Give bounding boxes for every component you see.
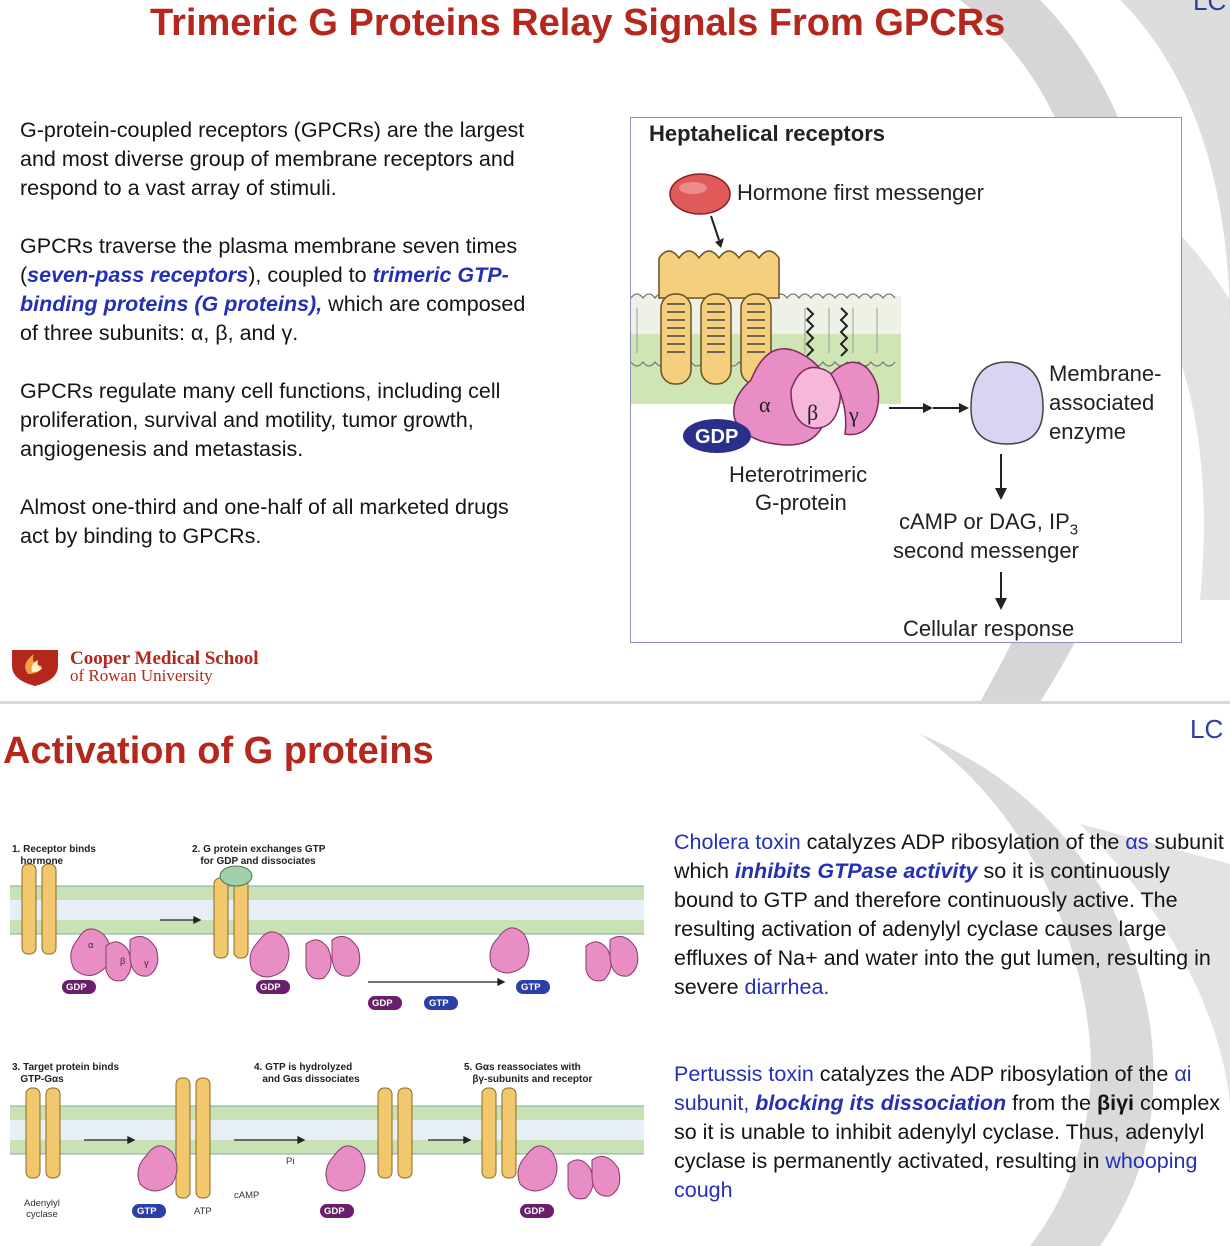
highlight-term: blocking its dissociation: [755, 1091, 1006, 1115]
step-label: 4. GTP is hydrolyzed and Gαs dissociates: [254, 1062, 360, 1086]
gpcr-signaling-diagram: Heptahelical receptors Hormone first mes…: [630, 117, 1182, 643]
alpha-s-term: αs: [1125, 830, 1148, 854]
slide-gprotein-activation: LC Activation of G proteins: [0, 704, 1230, 1246]
slide-gpcr-overview: LC Trimeric G Proteins Relay Signals Fro…: [0, 0, 1230, 702]
diagram-heading: Heptahelical receptors: [649, 119, 885, 148]
second-messenger-label: second messenger: [893, 536, 1079, 565]
text-run: from the: [1006, 1091, 1097, 1115]
enzyme-label: enzyme: [1049, 417, 1126, 446]
atp-label: ATP: [194, 1206, 212, 1217]
pi-label: Pi: [286, 1156, 294, 1167]
school-logo: Cooper Medical School of Rowan Universit…: [10, 646, 310, 690]
beta-label: β: [120, 956, 125, 967]
toxin-text: Cholera toxin catalyzes ADP ribosylation…: [674, 828, 1226, 1205]
corner-label: LC: [1193, 0, 1226, 17]
enzyme-label: associated: [1049, 388, 1154, 417]
camp-label: cAMP: [234, 1190, 259, 1201]
slide-title: Activation of G proteins: [3, 730, 434, 773]
gtp-label: GTP: [429, 998, 449, 1009]
step-label: 3. Target protein binds GTP-Gαs: [12, 1062, 119, 1086]
beta-label: β: [807, 398, 818, 427]
gprotein-label: Heterotrimeric: [729, 460, 867, 489]
corner-label: LC: [1190, 714, 1223, 745]
text-run: cAMP or DAG, IP: [899, 509, 1070, 534]
step-label: 5. Gαs reassociates with βγ-subunits and…: [464, 1062, 592, 1086]
gtp-label: GTP: [521, 982, 541, 993]
alpha-label: α: [88, 940, 94, 951]
step-label: 1. Receptor binds hormone: [12, 844, 96, 868]
adenylyl-cyclase-label: Adenylyl cyclase: [24, 1198, 60, 1220]
paragraph: GPCRs traverse the plasma membrane seven…: [20, 232, 540, 348]
paragraph: G-protein-coupled receptors (GPCRs) are …: [20, 116, 540, 203]
enzyme-label: Membrane-: [1049, 359, 1161, 388]
pertussis-term: Pertussis toxin: [674, 1062, 814, 1086]
slide-title: Trimeric G Proteins Relay Signals From G…: [150, 2, 1005, 45]
gdp-label: GDP: [372, 998, 393, 1009]
text-run: catalyzes the ADP ribosylation of the: [814, 1062, 1175, 1086]
cellular-response-label: Cellular response: [903, 614, 1074, 643]
gamma-label: γ: [144, 958, 149, 969]
hormone-label: Hormone first messenger: [737, 178, 984, 207]
gprotein-label: G-protein: [755, 488, 847, 517]
gdp-label: GDP: [66, 982, 87, 993]
gtp-label: GTP: [137, 1206, 157, 1217]
gdp-label: GDP: [524, 1206, 545, 1217]
gprotein-cycle-diagram: 1. Receptor binds hormone 2. G protein e…: [8, 834, 648, 1239]
highlight-term: inhibits GTPase activity: [735, 859, 978, 883]
gdp-label: GDP: [260, 982, 281, 993]
diarrhea-term: diarrhea.: [745, 975, 830, 999]
cholera-paragraph: Cholera toxin catalyzes ADP ribosylation…: [674, 828, 1226, 1002]
paragraph: GPCRs regulate many cell functions, incl…: [20, 377, 540, 464]
highlight-term: seven-pass receptors: [27, 263, 248, 287]
diagram-graphics: [8, 834, 648, 1239]
alpha-label: α: [759, 390, 771, 419]
gdp-label: GDP: [324, 1206, 345, 1217]
logo-emblem-icon: [10, 646, 62, 686]
logo-line2: of Rowan University: [70, 666, 213, 686]
cholera-term: Cholera toxin: [674, 830, 801, 854]
gdp-label: GDP: [695, 423, 738, 452]
text-run: catalyzes ADP ribosylation of the: [801, 830, 1126, 854]
paragraph: Almost one-third and one-half of all mar…: [20, 493, 540, 551]
step-label: 2. G protein exchanges GTP for GDP and d…: [192, 844, 325, 868]
pertussis-paragraph: Pertussis toxin catalyzes the ADP ribosy…: [674, 1060, 1226, 1205]
body-text: G-protein-coupled receptors (GPCRs) are …: [20, 116, 540, 580]
beta-gamma-term: βiγi: [1097, 1091, 1134, 1115]
gamma-label: γ: [849, 400, 859, 429]
text-run: ), coupled to: [248, 263, 372, 287]
